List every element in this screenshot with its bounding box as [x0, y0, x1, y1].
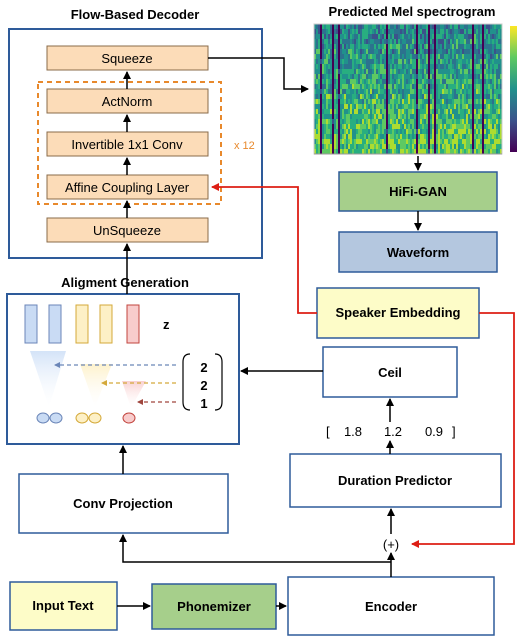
- frame-red-1: [122, 412, 136, 424]
- duration-predictor-label: Duration Predictor: [338, 473, 452, 488]
- duration-vector-left-bracket: [182, 353, 191, 411]
- duration-predictor-block: [289, 453, 502, 508]
- frame-yellow-1: [75, 412, 89, 424]
- duration-value-1: 2: [200, 360, 207, 375]
- spectrogram-title: Predicted Mel spectrogram: [329, 4, 496, 19]
- predicted-durations-close: ]: [452, 424, 456, 439]
- unsqueeze-block: [46, 217, 209, 243]
- expansion-cone-yellow: [80, 364, 112, 407]
- decoder-title: Flow-Based Decoder: [71, 7, 200, 22]
- concat-symbol: (+): [383, 537, 399, 552]
- speaker-embedding-block: [316, 287, 480, 339]
- conv-projection-block: [18, 473, 229, 534]
- arrow-encoder-to-conv-projection: [119, 534, 391, 563]
- predicted-durations: [ 1.8 1.2 0.9 ]: [326, 424, 456, 439]
- speaker-embedding-label: Speaker Embedding: [336, 305, 461, 320]
- duration-value-3: 1: [200, 396, 207, 411]
- phonemizer-block: [151, 583, 277, 630]
- z-bar-yellow-1: [75, 304, 89, 344]
- duration-value-2: 2: [200, 378, 207, 393]
- z-bar-red: [126, 304, 140, 344]
- waveform-label: Waveform: [387, 245, 449, 260]
- red-arrow-speaker-to-affine: [211, 183, 317, 314]
- z-bar-yellow-2: [99, 304, 113, 344]
- predicted-duration-2: 1.2: [384, 424, 402, 439]
- affine-coupling-block: [46, 174, 209, 200]
- expanded-frames: [36, 412, 136, 424]
- frame-blue-1: [36, 412, 50, 424]
- squeeze-block: [46, 45, 209, 71]
- colorbar: [510, 26, 517, 152]
- red-arrow-speaker-to-concat: [411, 312, 515, 548]
- frame-blue-2: [49, 412, 63, 424]
- affine-coupling-label: Affine Coupling Layer: [65, 180, 190, 195]
- ceil-block: [322, 346, 458, 398]
- hifigan-label: HiFi-GAN: [389, 184, 447, 199]
- actnorm-label: ActNorm: [102, 94, 153, 109]
- ceil-label: Ceil: [378, 365, 402, 380]
- alignment-title: Aligment Generation: [61, 275, 189, 290]
- input-text-block: [9, 581, 118, 631]
- latent-z-bars: [24, 304, 140, 344]
- phonemizer-label: Phonemizer: [177, 599, 251, 614]
- input-text-label: Input Text: [32, 598, 94, 613]
- predicted-duration-1: 1.8: [344, 424, 362, 439]
- mel-spectrogram-image: [313, 23, 503, 155]
- unsqueeze-label: UnSqueeze: [93, 223, 161, 238]
- z-bar-blue-1: [24, 304, 38, 344]
- predicted-durations-open: [: [326, 424, 330, 439]
- z-label: z: [163, 317, 170, 332]
- duration-vector: 2 2 1: [182, 353, 223, 411]
- conv-projection-label: Conv Projection: [73, 496, 173, 511]
- predicted-duration-3: 0.9: [425, 424, 443, 439]
- z-bar-blue-2: [48, 304, 62, 344]
- hifigan-block: [338, 171, 498, 212]
- repeat-count-label: x 12: [234, 140, 255, 152]
- frame-yellow-2: [88, 412, 102, 424]
- waveform-block: [338, 231, 498, 273]
- squeeze-label: Squeeze: [101, 51, 152, 66]
- invertible-conv-label: Invertible 1x1 Conv: [71, 137, 183, 152]
- expansion-cone-red: [122, 381, 146, 408]
- duration-vector-right-bracket: [214, 353, 223, 411]
- encoder-label: Encoder: [365, 599, 417, 614]
- arrow-squeeze-to-spectrogram: [208, 57, 309, 93]
